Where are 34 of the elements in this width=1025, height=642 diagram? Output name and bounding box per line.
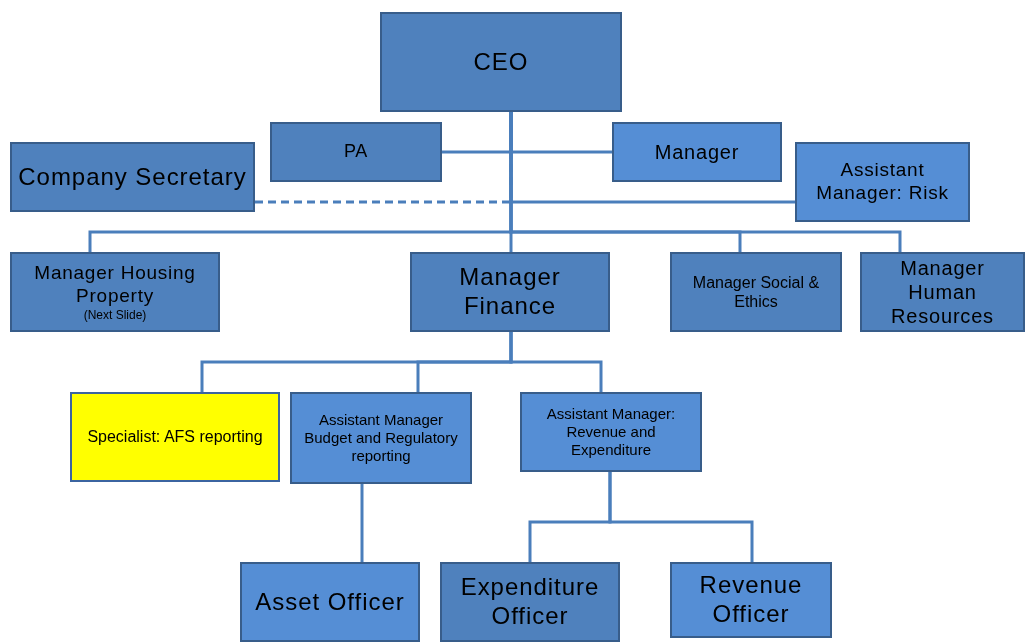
role-title: Assistant Manager Budget and Regulatory reporting — [303, 411, 459, 465]
role-title: Manager Housing Property — [33, 262, 197, 308]
role-box — [612, 122, 782, 182]
role-title: Assistant Manager: Revenue and Expenditure — [545, 405, 677, 459]
connector-line — [608, 472, 754, 562]
role-title: Specialist: AFS reporting — [87, 427, 263, 447]
role-title: Manager Human Resources — [890, 256, 995, 328]
role-box — [440, 562, 620, 642]
role-title: Manager Finance — [458, 263, 562, 321]
role-box — [860, 252, 1025, 332]
role-title: Revenue Officer — [698, 571, 804, 629]
role-title: Expenditure Officer — [459, 573, 601, 631]
role-box — [520, 392, 702, 472]
highlighted-role-box — [70, 392, 280, 482]
role-box — [290, 392, 472, 484]
role-box — [380, 12, 622, 112]
connector-line — [509, 332, 603, 392]
note-text: (Next Slide) — [83, 307, 147, 322]
role-box — [10, 252, 220, 332]
role-box — [10, 142, 255, 212]
role-box — [270, 122, 442, 182]
role-title: Manager Social & Ethics — [691, 272, 821, 312]
role-title: Manager — [654, 140, 740, 164]
role-title: Assistant Manager: Risk — [815, 159, 950, 205]
role-box — [240, 562, 420, 642]
role-box — [670, 562, 832, 638]
role-title: PA — [343, 141, 369, 163]
role-title: Asset Officer — [255, 587, 405, 617]
role-box — [795, 142, 970, 222]
connector-line — [360, 484, 364, 562]
role-title: Company Secretary — [18, 162, 247, 192]
role-title: CEO — [473, 47, 529, 77]
role-box — [670, 252, 842, 332]
role-box — [410, 252, 610, 332]
